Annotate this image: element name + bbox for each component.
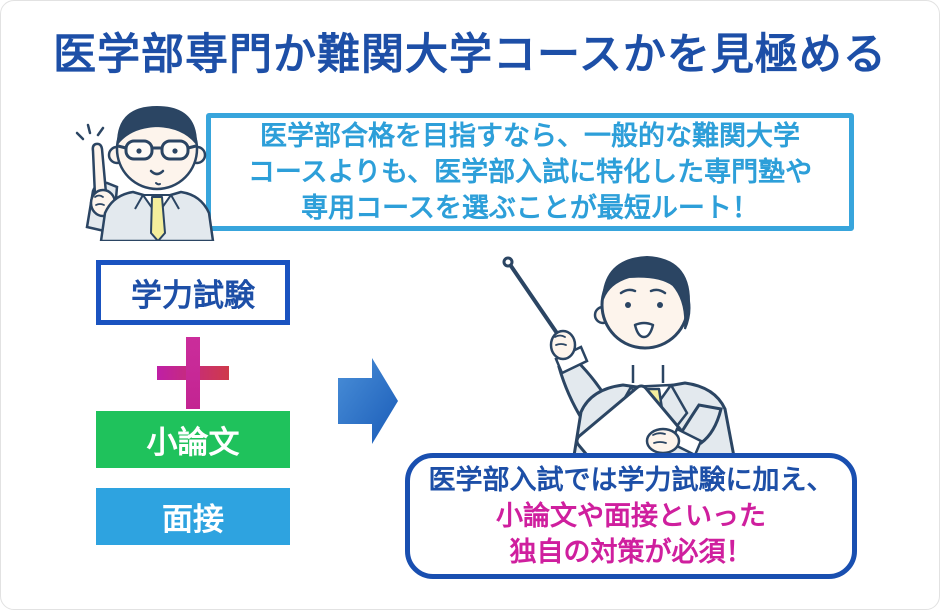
essay-box: 小論文 <box>96 411 290 468</box>
sparkle-icon <box>75 123 105 141</box>
speech-bubble: 医学部合格を目指すなら、一般的な難関大学 コースよりも、医学部入試に特化した専門… <box>206 113 854 231</box>
bubble-text-line: 専用コースを選ぶことが最短ルート！ <box>301 193 759 223</box>
interview-label: 面接 <box>162 502 224 537</box>
result-box: 医学部入試では学力試験に加え、 小論文や面接といった 独自の対策が必須！ <box>405 453 857 579</box>
written-exam-box: 学力試験 <box>96 260 290 325</box>
arrow-right-icon <box>338 358 398 444</box>
result-text-line: 医学部入試では学力試験に加え、 <box>428 465 834 495</box>
written-exam-label: 学力試験 <box>131 278 255 313</box>
bubble-text-line: 医学部合格を目指すなら、一般的な難関大学 <box>260 121 800 151</box>
plus-icon <box>157 337 229 409</box>
interview-box: 面接 <box>96 488 290 545</box>
clipboard-icon <box>575 384 684 462</box>
page-title: 医学部専門か難関大学コースかを見極める <box>53 31 887 79</box>
pointing-teacher-illustration <box>75 105 215 241</box>
bubble-text-line: コースよりも、医学部入試に特化した専門塾や <box>247 157 813 187</box>
glasses-icon <box>117 139 197 161</box>
result-text-line: 独自の対策が必須！ <box>509 537 753 567</box>
result-text-line: 小論文や面接といった <box>496 501 766 531</box>
pointer-stick-icon <box>502 256 565 344</box>
presenting-teacher-illustration <box>502 255 737 462</box>
essay-label: 小論文 <box>146 425 240 460</box>
